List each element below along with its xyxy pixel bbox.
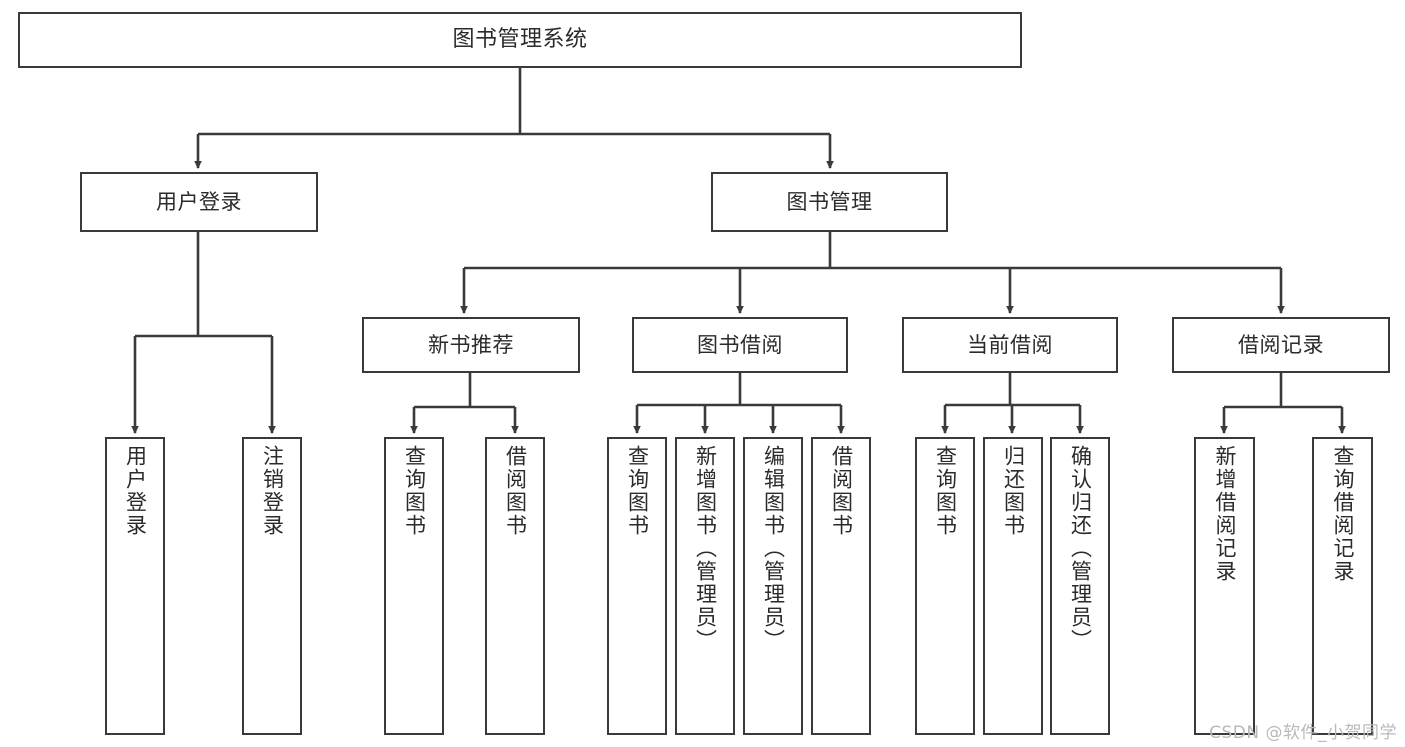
leaf-add-record-label: 新增借阅记录 (1213, 445, 1237, 583)
csdn-watermark: CSDN @软件_小贺同学 (1209, 723, 1397, 743)
node-borrow-record[interactable]: 借阅记录 (1172, 317, 1390, 373)
leaf-borrow-book-1[interactable]: 借阅图书 (485, 437, 545, 735)
leaf-borrow-book-2[interactable]: 借阅图书 (811, 437, 871, 735)
leaf-return-book[interactable]: 归还图书 (983, 437, 1043, 735)
leaf-logout[interactable]: 注销登录 (242, 437, 302, 735)
leaf-query-book-2[interactable]: 查询图书 (607, 437, 667, 735)
node-book-borrow-label: 图书借阅 (697, 332, 783, 357)
node-root[interactable]: 图书管理系统 (18, 12, 1022, 68)
node-new-book-recommend[interactable]: 新书推荐 (362, 317, 580, 373)
leaf-add-record[interactable]: 新增借阅记录 (1194, 437, 1255, 735)
node-new-book-recommend-label: 新书推荐 (428, 332, 514, 357)
leaf-edit-book[interactable]: 编辑图书（管理员） (743, 437, 803, 735)
leaf-logout-label: 注销登录 (260, 445, 285, 537)
node-book-manage[interactable]: 图书管理 (711, 172, 948, 232)
node-user-login[interactable]: 用户登录 (80, 172, 318, 232)
node-current-borrow-label: 当前借阅 (967, 332, 1053, 357)
leaf-query-book-2-label: 查询图书 (625, 445, 650, 537)
leaf-query-record[interactable]: 查询借阅记录 (1312, 437, 1373, 735)
leaf-query-book-3[interactable]: 查询图书 (915, 437, 975, 735)
leaf-user-login-label: 用户登录 (123, 445, 148, 537)
node-user-login-label: 用户登录 (156, 189, 242, 214)
node-book-manage-label: 图书管理 (786, 189, 873, 214)
leaf-add-book[interactable]: 新增图书（管理员） (675, 437, 735, 735)
node-book-borrow[interactable]: 图书借阅 (632, 317, 848, 373)
leaf-edit-book-label: 编辑图书（管理员） (761, 445, 786, 652)
leaf-query-book-1[interactable]: 查询图书 (384, 437, 444, 735)
node-root-label: 图书管理系统 (452, 27, 588, 53)
leaf-return-book-label: 归还图书 (1001, 445, 1026, 537)
leaf-user-login[interactable]: 用户登录 (105, 437, 165, 735)
leaf-borrow-book-1-label: 借阅图书 (503, 445, 528, 537)
leaf-query-book-1-label: 查询图书 (402, 445, 427, 537)
leaf-add-book-label: 新增图书（管理员） (693, 445, 718, 652)
leaf-query-book-3-label: 查询图书 (933, 445, 958, 537)
leaf-confirm-return[interactable]: 确认归还（管理员） (1050, 437, 1110, 735)
node-current-borrow[interactable]: 当前借阅 (902, 317, 1118, 373)
node-borrow-record-label: 借阅记录 (1238, 332, 1324, 357)
leaf-query-record-label: 查询借阅记录 (1331, 445, 1355, 583)
leaf-confirm-return-label: 确认归还（管理员） (1068, 445, 1093, 652)
leaf-borrow-book-2-label: 借阅图书 (829, 445, 854, 537)
